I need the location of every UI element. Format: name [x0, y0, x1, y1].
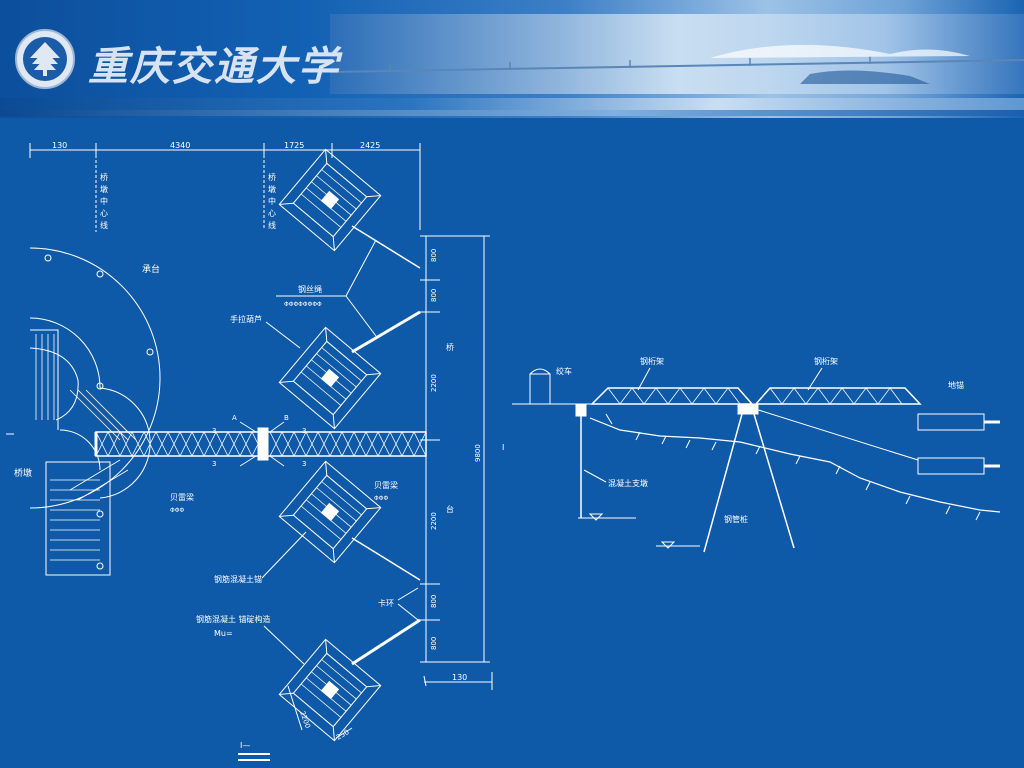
svg-text:钢筋混凝土锚: 钢筋混凝土锚: [214, 574, 262, 584]
svg-text:墩: 墩: [100, 184, 108, 194]
dim-side-a: 2200: [298, 710, 312, 729]
svg-text:手拉葫芦: 手拉葫芦: [230, 314, 262, 324]
svg-text:钢桁架: 钢桁架: [640, 356, 664, 366]
svg-text:台: 台: [446, 504, 454, 514]
svg-text:心: 心: [268, 209, 276, 218]
dim-top-2: 4340: [170, 141, 190, 150]
svg-text:ΦΦΦΦΦΦΦΦ: ΦΦΦΦΦΦΦΦ: [284, 301, 322, 308]
svg-text:绞车: 绞车: [556, 366, 572, 376]
svg-text:桥: 桥: [268, 172, 276, 182]
banner-stripe: [0, 98, 1024, 110]
svg-text:混凝土支墩: 混凝土支墩: [608, 478, 648, 488]
dim-top-3: 1725: [284, 141, 304, 150]
svg-text:钢筋混凝土 锚碇构造: 钢筋混凝土 锚碇构造: [196, 614, 271, 624]
svg-text:Mu=: Mu=: [214, 629, 233, 638]
dim-total-right: 9800: [474, 444, 482, 462]
svg-text:I: I: [502, 443, 504, 452]
svg-text:地锚: 地锚: [948, 380, 964, 390]
bridge-photo-strip: [330, 14, 1024, 94]
svg-text:中: 中: [268, 196, 276, 206]
dim-top-1: 130: [52, 141, 67, 150]
svg-text:桥墩: 桥墩: [14, 467, 32, 479]
dim-right-6: 800: [430, 637, 438, 650]
svg-text:ΦΦΦ: ΦΦΦ: [374, 495, 388, 502]
dim-right-2: 800: [430, 289, 438, 302]
elevation-view: 绞车 钢桁架 钢桁架 钢管桩: [512, 356, 1001, 553]
svg-text:卡环: 卡环: [378, 598, 394, 608]
dim-right-5: 800: [430, 595, 438, 608]
university-logo-icon: [15, 29, 75, 89]
svg-text:B: B: [284, 414, 289, 422]
dim-right-3: 2200: [430, 374, 438, 392]
svg-text:3: 3: [212, 427, 216, 435]
university-name: 重庆交通大学: [88, 43, 340, 90]
plan-view: 桥 墩 中 心 线 桥 墩 中 心 线: [6, 143, 504, 761]
dim-right-4: 2200: [430, 512, 438, 530]
banner-stripe-thin: [0, 110, 1024, 116]
svg-text:桥: 桥: [446, 342, 454, 352]
svg-text:3: 3: [302, 460, 306, 468]
svg-text:心: 心: [100, 209, 108, 218]
svg-text:线: 线: [268, 220, 276, 230]
svg-text:线: 线: [100, 220, 108, 230]
svg-text:贝雷梁: 贝雷梁: [374, 481, 398, 490]
svg-text:钢丝绳: 钢丝绳: [298, 284, 322, 294]
svg-text:中: 中: [100, 196, 108, 206]
svg-text:墩: 墩: [268, 184, 276, 194]
svg-text:承台: 承台: [142, 263, 160, 275]
dim-right-1: 800: [430, 249, 438, 262]
svg-text:3: 3: [212, 460, 216, 468]
svg-text:I—: I—: [240, 741, 250, 750]
svg-text:钢管桩: 钢管桩: [724, 514, 748, 524]
svg-text:A: A: [232, 414, 237, 422]
dim-top-4: 2425: [360, 141, 380, 150]
dim-bottom: 130: [452, 673, 467, 682]
svg-text:3: 3: [302, 427, 306, 435]
svg-text:钢桁架: 钢桁架: [814, 356, 838, 366]
header-banner: 重庆交通大学: [0, 0, 1024, 118]
svg-text:贝雷梁: 贝雷梁: [170, 493, 194, 502]
svg-text:ΦΦΦ: ΦΦΦ: [170, 507, 184, 514]
svg-text:桥: 桥: [100, 172, 108, 182]
engineering-drawing: 桥 墩 中 心 线 桥 墩 中 心 线: [6, 141, 1001, 761]
